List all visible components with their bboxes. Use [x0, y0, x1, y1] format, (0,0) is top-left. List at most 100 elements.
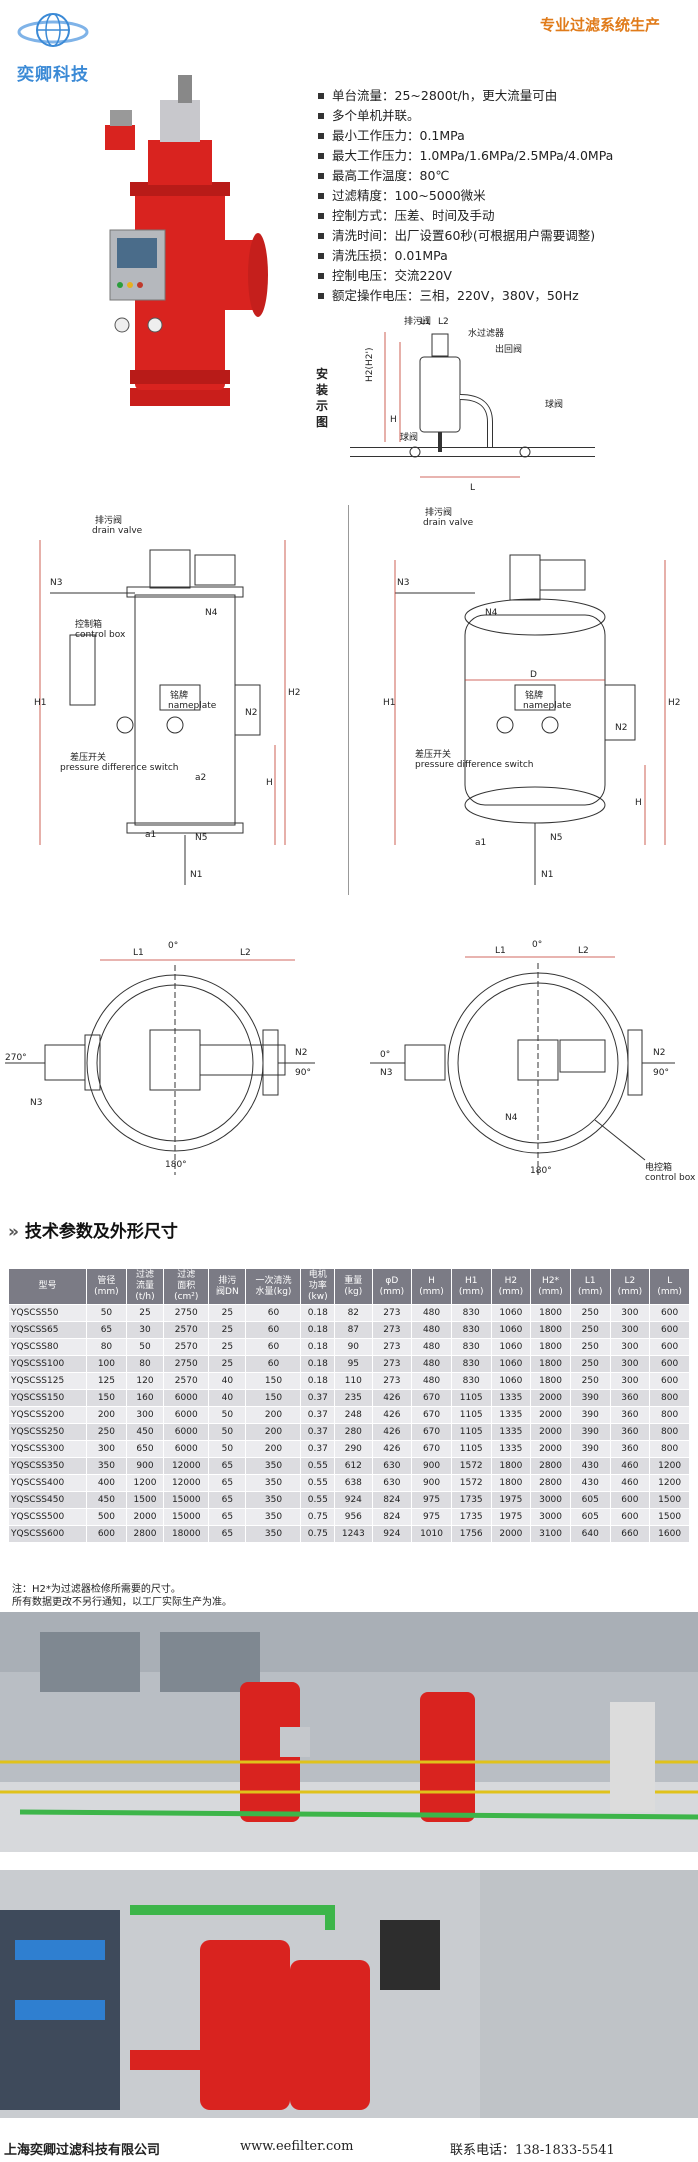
table-cell: 400	[86, 1474, 127, 1492]
n4-label: N4	[485, 608, 498, 618]
table-cell: 1060	[490, 1372, 532, 1390]
spec-item: 最高工作温度：80℃	[318, 166, 688, 186]
table-cell: 480	[411, 1355, 452, 1373]
table-cell: YQSCSS250	[7, 1423, 88, 1441]
table-cell: 350	[245, 1457, 302, 1475]
install-valve-label: 球阀	[400, 431, 418, 443]
n4-label: N4	[505, 1113, 518, 1123]
table-cell: 600	[609, 1508, 651, 1526]
table-cell: 1200	[649, 1457, 690, 1475]
nameplate-label: 铭牌	[525, 689, 543, 701]
table-cell: 360	[609, 1406, 651, 1424]
table-cell: 1105	[450, 1423, 492, 1441]
footer-phone: 联系电话：138-1833-5541	[450, 2143, 615, 2158]
table-cell: 82	[334, 1304, 373, 1322]
nameplate-en-label: nameplate	[168, 701, 217, 711]
table-cell: 360	[609, 1423, 651, 1441]
table-cell: 1060	[490, 1321, 532, 1339]
table-cell: 25	[208, 1355, 247, 1373]
table-cell: 830	[450, 1372, 492, 1390]
pressure-switch-label: 差压开关	[70, 751, 106, 763]
table-cell: 600	[609, 1491, 651, 1509]
table-cell: 956	[334, 1508, 373, 1526]
h1-label: H1	[383, 698, 396, 708]
table-cell: YQSCSS450	[7, 1491, 88, 1509]
table-cell: 1060	[490, 1304, 532, 1322]
factory-photo-1	[0, 1612, 698, 1852]
table-cell: 1010	[411, 1525, 452, 1543]
table-cell: 600	[649, 1372, 690, 1390]
table-cell: 630	[371, 1457, 413, 1475]
table-cell: 280	[334, 1423, 373, 1441]
table-header-cell: 过滤面积(cm²)	[163, 1268, 210, 1305]
control-box-en-label: control box	[75, 630, 126, 640]
table-header-cell: 一次清洗水量(kg)	[245, 1268, 302, 1305]
table-cell: 100	[86, 1355, 127, 1373]
table-cell: 390	[569, 1406, 611, 1424]
table-cell: 430	[569, 1474, 611, 1492]
table-header-cell: L1(mm)	[569, 1268, 611, 1305]
table-cell: 500	[86, 1508, 127, 1526]
table-cell: 1500	[649, 1508, 690, 1526]
table-header-cell: H(mm)	[411, 1268, 452, 1305]
table-cell: 2750	[163, 1304, 210, 1322]
table-cell: 480	[411, 1338, 452, 1356]
table-cell: YQSCSS50	[7, 1304, 88, 1322]
table-cell: 250	[569, 1304, 611, 1322]
spec-item: 单台流量：25~2800t/h，更大流量可由	[318, 86, 688, 106]
table-cell: 426	[371, 1423, 413, 1441]
table-cell: 200	[245, 1423, 302, 1441]
nameplate-en-label: nameplate	[523, 701, 572, 711]
table-cell: 660	[609, 1525, 651, 1543]
logo-text: 奕卿科技	[17, 65, 89, 85]
table-cell: 800	[649, 1406, 690, 1424]
pressure-switch-en-label: pressure difference switch	[60, 763, 179, 773]
spec-item: 清洗时间：出厂设置60秒(可根据用户需要调整)	[318, 226, 688, 246]
a2-label: a2	[195, 773, 206, 783]
table-cell: 1800	[530, 1355, 571, 1373]
n3-label: N3	[50, 578, 62, 588]
table-cell: 300	[125, 1406, 165, 1424]
table-cell: 300	[609, 1372, 651, 1390]
table-cell: 273	[371, 1355, 413, 1373]
l2-label: L2	[578, 946, 589, 956]
n3-label: N3	[30, 1098, 42, 1108]
table-cell: 2800	[125, 1525, 165, 1543]
table-cell: 60	[245, 1355, 302, 1373]
table-header-cell: 管径(mm)	[86, 1268, 127, 1305]
spec-item: 额定操作电压：三相，220V，380V，50Hz	[318, 286, 688, 306]
drain-valve-en-label: drain valve	[423, 518, 474, 528]
table-cell: 0.37	[300, 1440, 336, 1458]
table-cell: 600	[649, 1338, 690, 1356]
h-label: H	[266, 778, 273, 788]
table-cell: 0.55	[300, 1457, 336, 1475]
table-cell: 426	[371, 1440, 413, 1458]
table-cell: 650	[125, 1440, 165, 1458]
table-cell: 160	[125, 1389, 165, 1407]
table-cell: 12000	[163, 1474, 210, 1492]
footer-website[interactable]: www.eefilter.com	[240, 2139, 354, 2154]
table-cell: 12000	[163, 1457, 210, 1475]
table-cell: 450	[125, 1423, 165, 1441]
table-cell: 350	[86, 1457, 127, 1475]
table-cell: 0.37	[300, 1406, 336, 1424]
table-cell: 1572	[450, 1474, 492, 1492]
table-cell: 1800	[530, 1372, 571, 1390]
install-l2-label: L2	[438, 317, 449, 327]
table-cell: 605	[569, 1491, 611, 1509]
table-header-cell: H2*(mm)	[530, 1268, 571, 1305]
table-cell: 300	[609, 1355, 651, 1373]
table-cell: 390	[569, 1440, 611, 1458]
table-cell: 25	[208, 1304, 247, 1322]
table-cell: 2000	[530, 1440, 571, 1458]
table-cell: 18000	[163, 1525, 210, 1543]
table-cell: 2000	[530, 1406, 571, 1424]
l2-label: L2	[240, 948, 251, 958]
table-cell: 830	[450, 1355, 492, 1373]
deg90-label: 90°	[653, 1068, 669, 1078]
